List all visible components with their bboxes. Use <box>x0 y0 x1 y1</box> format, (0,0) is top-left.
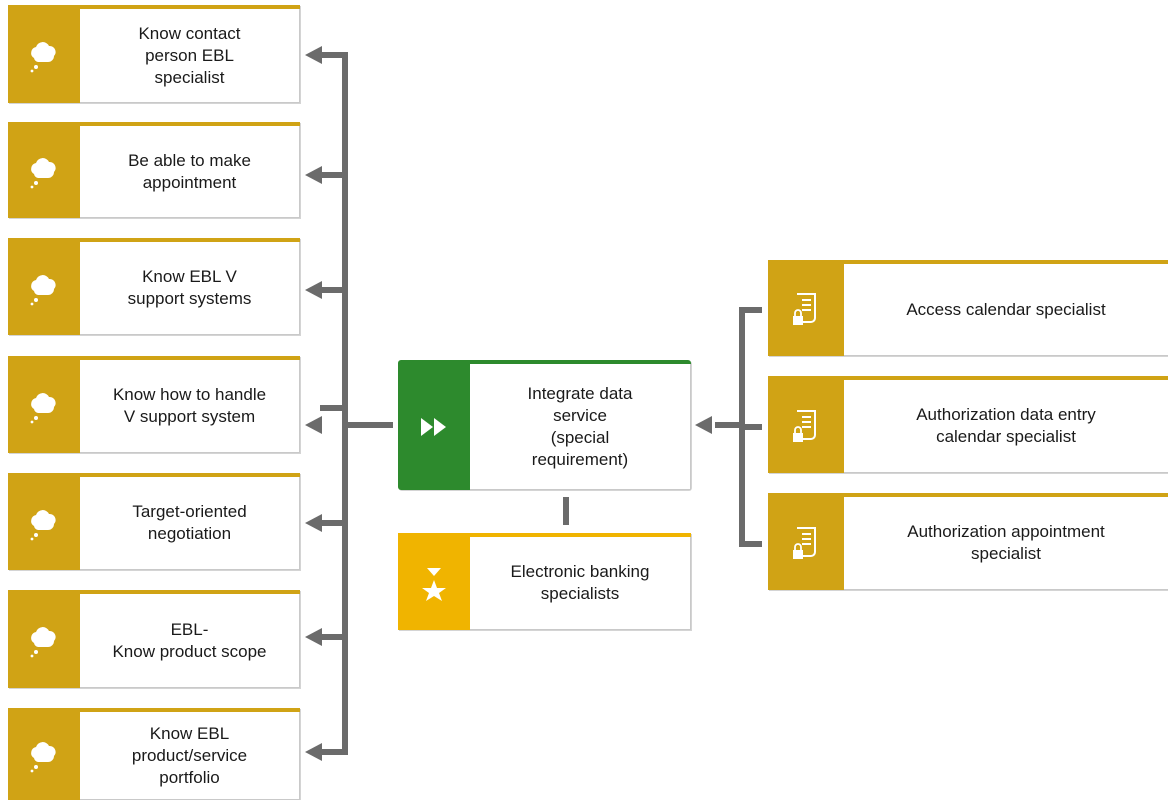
role-node-label: Electronic banking specialists <box>470 537 691 630</box>
knowledge-node-label: Know contact person EBL specialist <box>80 9 300 103</box>
person-star-icon <box>398 537 470 630</box>
permission-node-label: Authorization data entry calendar specia… <box>844 380 1168 473</box>
knowledge-node-support-systems[interactable]: Know EBL V support systems <box>8 238 300 335</box>
document-lock-icon <box>768 497 844 590</box>
arrowhead <box>305 416 322 434</box>
knowledge-node-label: Know EBL product/service portfolio <box>80 712 300 800</box>
permission-node-access-calendar[interactable]: Access calendar specialist <box>768 260 1168 356</box>
arrowhead <box>305 514 322 532</box>
knowledge-node-product-scope[interactable]: EBL- Know product scope <box>8 590 300 688</box>
thought-cloud-icon <box>8 594 80 688</box>
knowledge-node-handle-support-system[interactable]: Know how to handle V support system <box>8 356 300 453</box>
role-node-electronic-banking-specialists[interactable]: Electronic banking specialists <box>398 533 691 630</box>
arrowhead <box>695 416 712 434</box>
thought-cloud-icon <box>8 360 80 453</box>
thought-cloud-icon <box>8 126 80 218</box>
knowledge-node-product-portfolio[interactable]: Know EBL product/service portfolio <box>8 708 300 800</box>
thought-cloud-icon <box>8 242 80 335</box>
knowledge-node-label: Know how to handle V support system <box>80 360 300 453</box>
knowledge-node-make-appointment[interactable]: Be able to make appointment <box>8 122 300 218</box>
arrowhead <box>305 743 322 761</box>
knowledge-node-label: Know EBL V support systems <box>80 242 300 335</box>
knowledge-node-label: Target-oriented negotiation <box>80 477 300 570</box>
knowledge-node-label: Be able to make appointment <box>80 126 300 218</box>
thought-cloud-icon <box>8 712 80 800</box>
fast-forward-icon <box>398 364 470 490</box>
activity-node-label: Integrate data service (special requirem… <box>470 364 691 490</box>
permission-node-data-entry-calendar[interactable]: Authorization data entry calendar specia… <box>768 376 1168 473</box>
arrowhead <box>305 281 322 299</box>
permission-node-label: Access calendar specialist <box>844 264 1168 356</box>
knowledge-node-contact-person[interactable]: Know contact person EBL specialist <box>8 5 300 103</box>
permission-node-appointment[interactable]: Authorization appointment specialist <box>768 493 1168 590</box>
arrowhead <box>305 166 322 184</box>
document-lock-icon <box>768 264 844 356</box>
thought-cloud-icon <box>8 9 80 103</box>
thought-cloud-icon <box>8 477 80 570</box>
document-lock-icon <box>768 380 844 473</box>
knowledge-node-negotiation[interactable]: Target-oriented negotiation <box>8 473 300 570</box>
arrowhead <box>305 628 322 646</box>
permission-node-label: Authorization appointment specialist <box>844 497 1168 590</box>
arrowhead <box>305 46 322 64</box>
activity-node-integrate-data-service[interactable]: Integrate data service (special requirem… <box>398 360 691 490</box>
knowledge-node-label: EBL- Know product scope <box>80 594 300 688</box>
